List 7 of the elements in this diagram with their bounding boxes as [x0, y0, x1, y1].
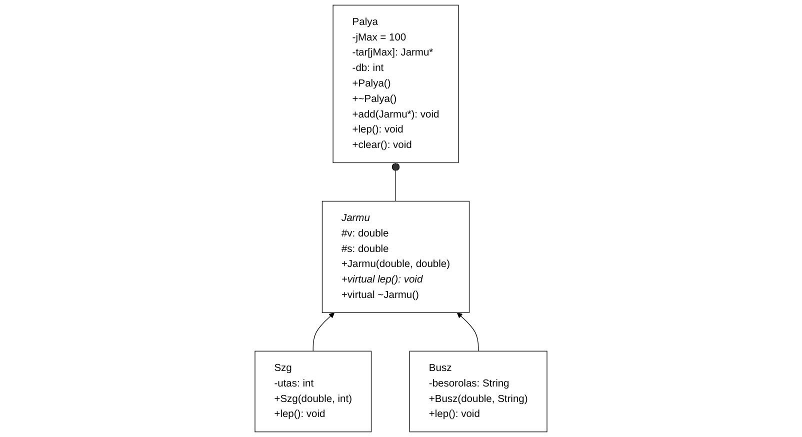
node-box: Szg -utas: int +Szg(double, int) +lep(): void — [254, 350, 372, 432]
arrow — [312, 312, 335, 352]
node-box: Palya -jMax = 100 -tar[jMax]: Jarmu* -db: int +Palya() +~Palya() +add(Jarmu*): void +lep(): void +clear(): void — [332, 4, 459, 164]
connector — [392, 162, 400, 202]
node-box: Busz -besorolas: String +Busz(double, String) +lep(): void — [409, 350, 548, 432]
arrow — [456, 312, 479, 352]
node-box: Jarmu #v: double #s: double +Jarmu(double, double) +virtual lep(): void +virtual ~Jarmu() — [322, 200, 470, 313]
